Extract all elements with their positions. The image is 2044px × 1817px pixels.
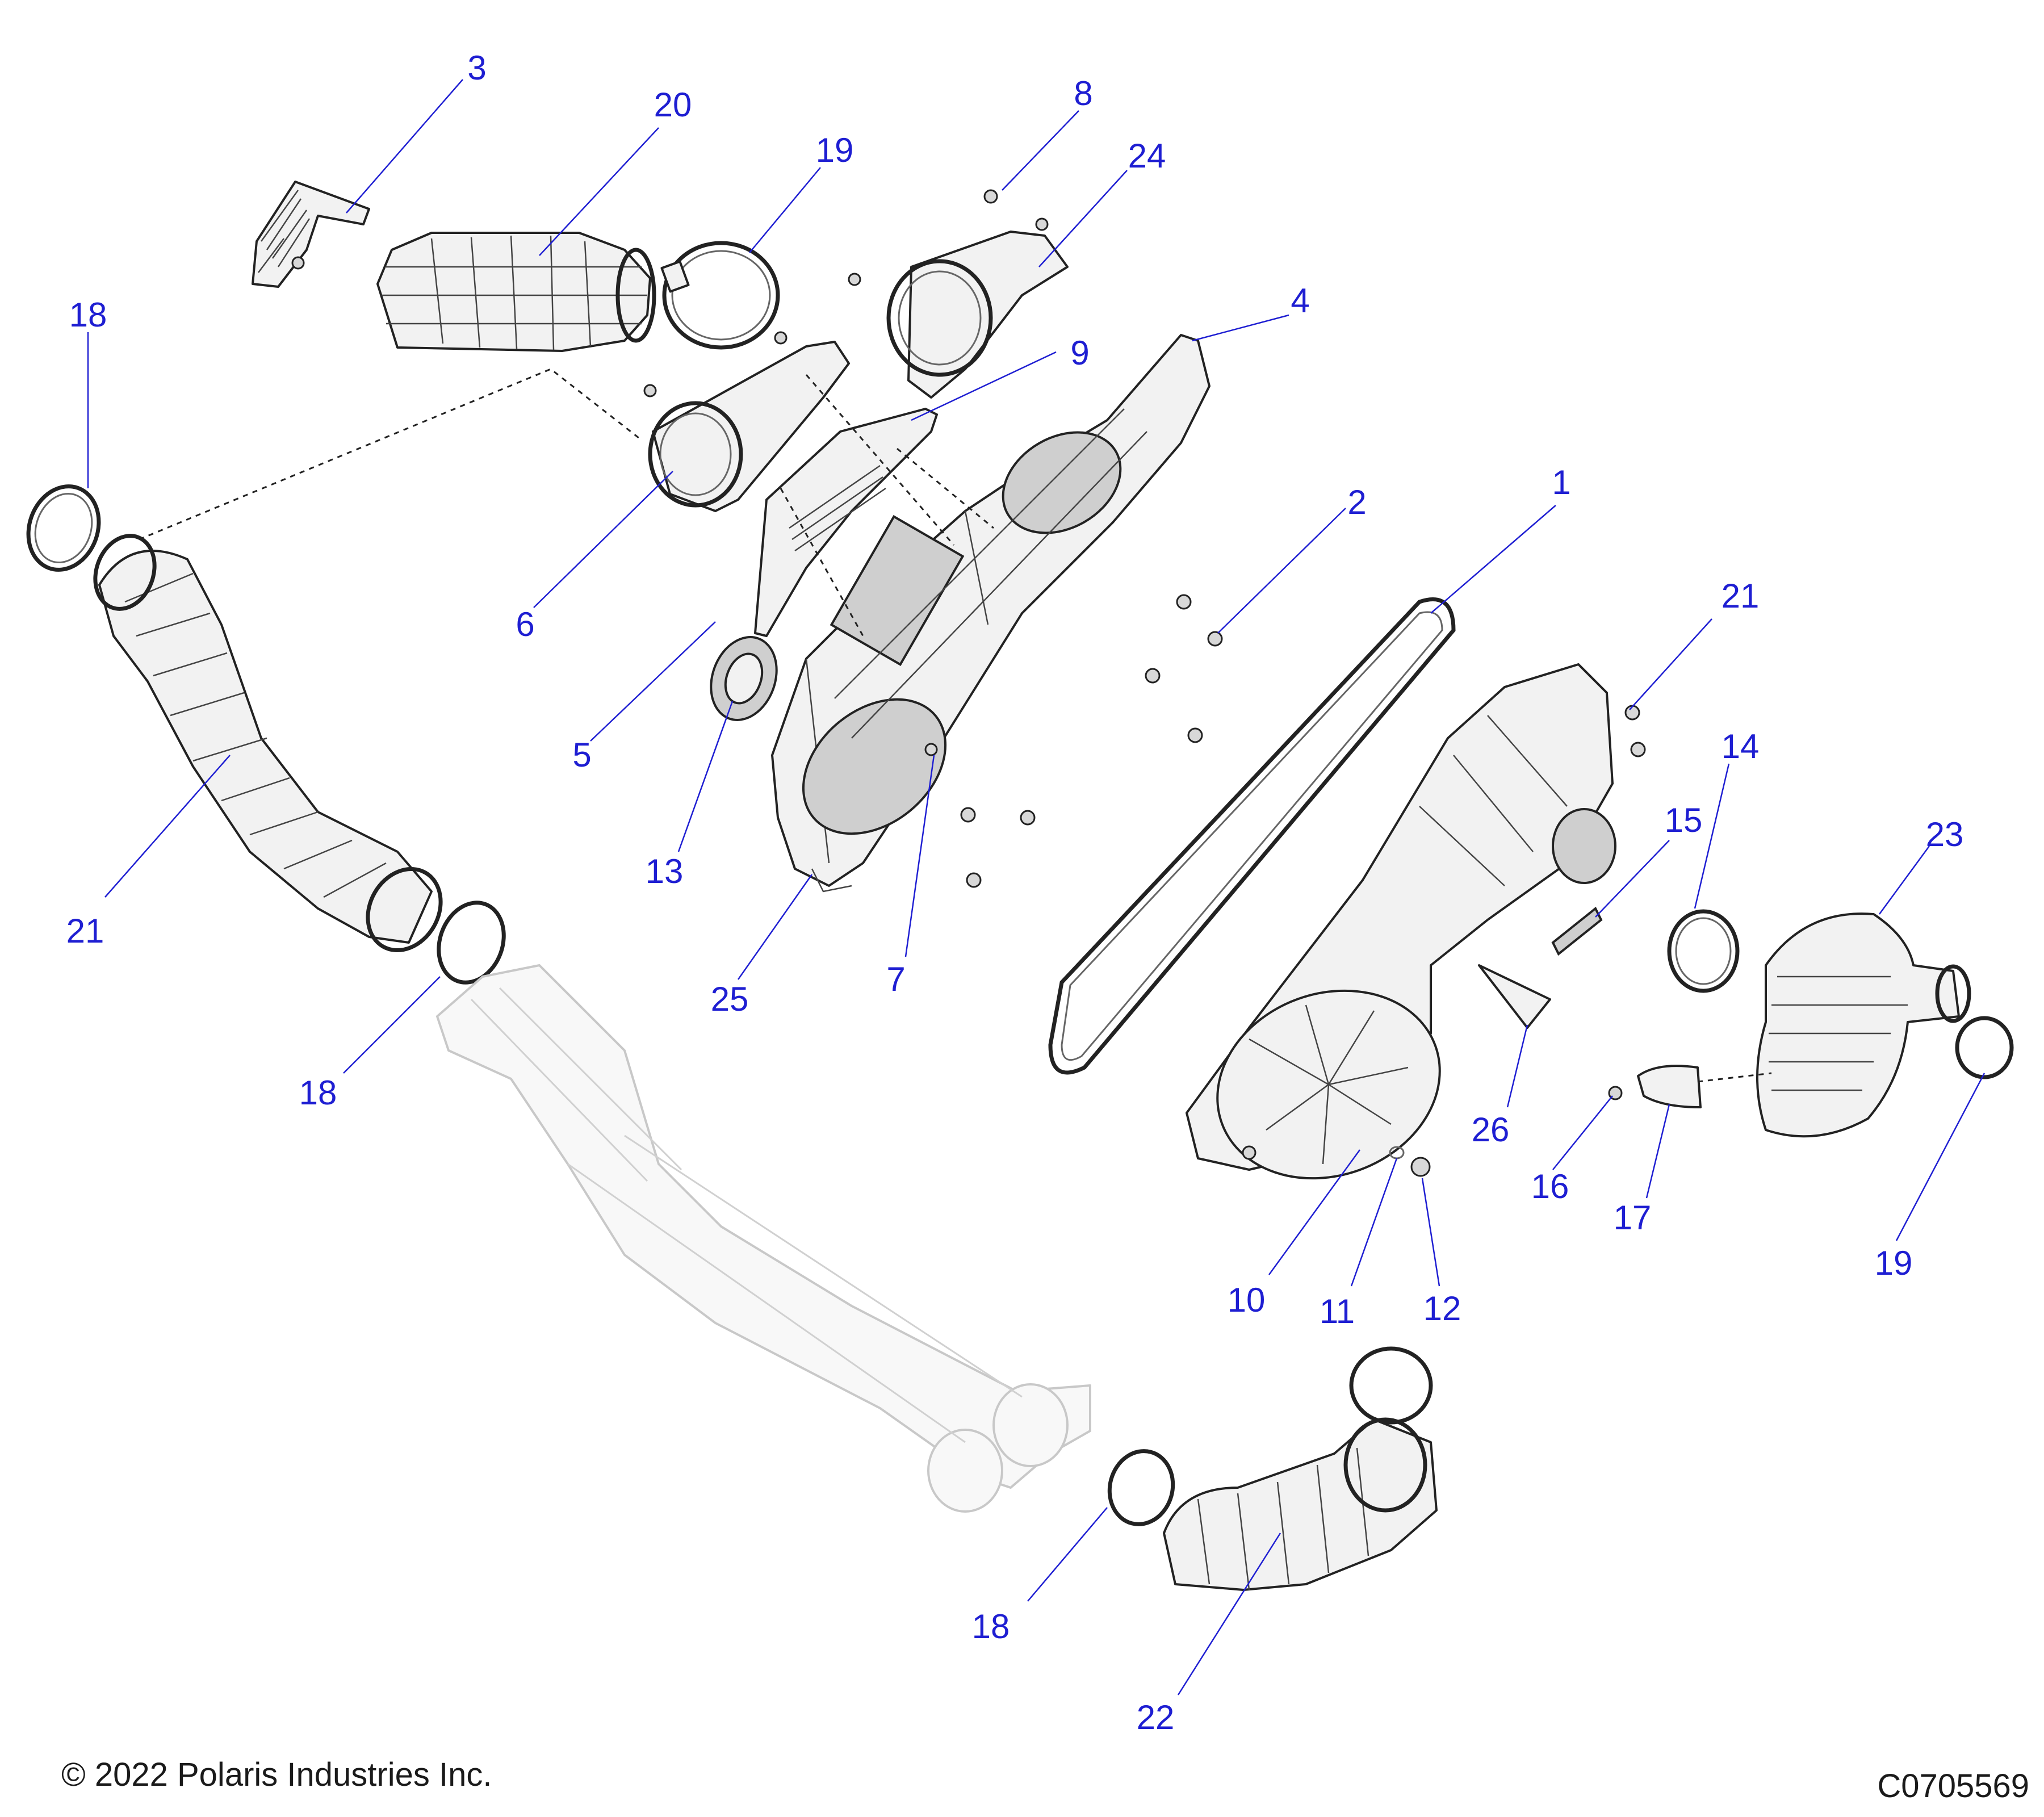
callout-9: 9 [1070,334,1089,372]
part-18-clamp-left [437,901,506,985]
part-26-duct [886,231,1069,399]
callout-11: 11 [1320,1292,1355,1330]
callout-18: 18 [972,1607,1010,1646]
callout-24: 22 [1137,1698,1175,1736]
callout-19: 19 [816,131,854,169]
callout-27: 25 [711,980,749,1018]
callout-19: 18 [69,296,107,334]
part-10-outer-cover [1186,663,1616,1180]
callout-17: 17 [1614,1199,1652,1237]
part-8-screws [643,189,1049,397]
part-18-clamp-top-right [1349,1346,1433,1425]
callout-21: 19 [1875,1244,1913,1282]
drawing-number: C0705569 [1877,1768,2029,1805]
callout-18: 18 [299,1074,337,1112]
callout-7: 7 [886,960,905,998]
part-7-bolt [924,743,938,756]
part-23-intake-hose [93,534,443,953]
callout-6: 6 [516,605,534,643]
callout-25: 23 [1926,815,1964,853]
part-12-nut [1410,1157,1431,1177]
part-20-bolts [1242,705,1646,1160]
part-18-clamp-bottom [1107,1449,1175,1526]
part-2-bolts [960,594,1223,888]
leader-lines [87,79,1986,1695]
callout-12: 12 [1423,1290,1461,1328]
callout-22: 20 [654,86,692,124]
callout-15: 15 [1665,801,1703,839]
part-13-seal [710,636,778,721]
callout-labels: 3 20 19 8 24 9 4 18 2 1 21 6 5 13 7 25 1… [66,49,1964,1736]
alignment-lines [139,368,1772,1083]
part-5-plate [754,408,938,637]
callout-14: 14 [1722,727,1760,765]
callout-26: 24 [1128,137,1166,175]
part-6-duct [648,341,850,512]
part-27-gasket [811,868,852,893]
part-1-belt [1048,597,1456,1075]
part-19-clamp-upper [660,241,780,350]
callout-13: 13 [646,852,684,890]
callout-23: 21 [66,912,104,950]
part-25-outlet-hose [1756,912,1971,1138]
callout-20: 21 [1722,577,1760,615]
part-14-clamp [1667,909,1740,993]
callout-10: 10 [1228,1281,1266,1319]
callout-5: 5 [572,736,591,774]
part-28-decal [1478,964,1551,1029]
part-22-intake-duct [376,232,656,352]
copyright-notice: © 2022 Polaris Industries Inc. [61,1756,492,1793]
part-17-bracket [1637,1065,1702,1108]
callout-2: 2 [1347,483,1366,521]
part-15-label [1551,906,1603,956]
callout-4: 4 [1291,282,1309,320]
callout-8: 8 [1074,74,1092,112]
callout-1: 1 [1552,463,1570,501]
part-24-hose [1163,1417,1438,1591]
callout-16: 16 [1531,1167,1569,1205]
callout-28: 26 [1472,1111,1510,1149]
part-21-clamp [1955,1016,2014,1079]
part-4-inner-cover [771,334,1211,887]
part-3-bracket [252,181,370,288]
callout-3: 3 [467,49,486,87]
y-pipe-ghosted [436,964,1091,1513]
part-19-clamp-left [26,484,101,572]
